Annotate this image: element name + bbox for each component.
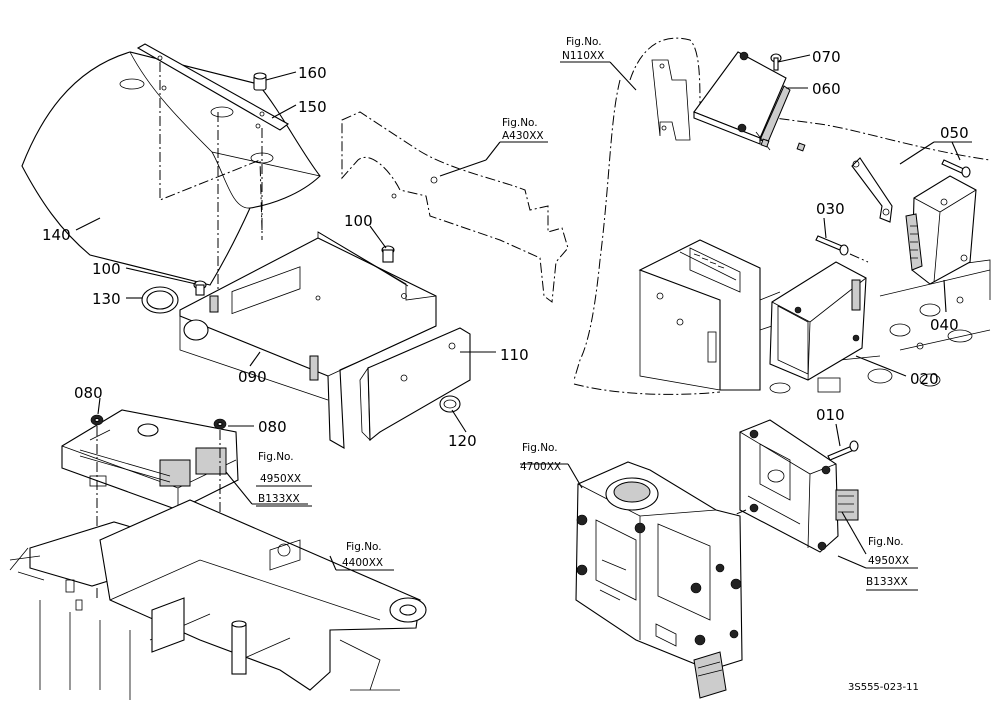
nut-080-left	[90, 414, 104, 426]
screw-070	[770, 53, 782, 71]
ref-4950b-code2: B133XX	[866, 576, 908, 588]
fig-references: Fig.No. A430XX Fig.No. N110XX Fig.No. 49…	[258, 36, 909, 588]
label-040: 040	[930, 316, 959, 334]
ref-a430-title: Fig.No.	[502, 117, 538, 129]
ref-4400-title: Fig.No.	[346, 541, 382, 553]
ref-4950a-code1: 4950XX	[260, 473, 301, 485]
ref-n110-code: N110XX	[562, 50, 604, 62]
label-120: 120	[448, 432, 477, 450]
ref-4400-code: 4400XX	[342, 557, 383, 569]
ecu-left	[61, 409, 239, 511]
ref-4700-code: 4700XX	[520, 461, 561, 473]
label-130: 130	[92, 290, 121, 308]
label-030: 030	[816, 200, 845, 218]
module-060	[693, 51, 791, 151]
ecu-020	[769, 261, 867, 381]
ref-4950b-code1: 4950XX	[868, 555, 909, 567]
ref-4700-title: Fig.No.	[522, 442, 558, 454]
label-020: 020	[910, 370, 939, 388]
label-080-right: 080	[258, 418, 287, 436]
frame-4400	[9, 499, 427, 700]
ref-a430-code: A430XX	[502, 130, 544, 142]
bolt-100-right	[381, 245, 395, 263]
part-labels: 160 150 140 100 130 100 090 110 120 080 …	[42, 48, 969, 450]
bolt-010	[827, 440, 859, 461]
label-160: 160	[298, 64, 327, 82]
nut-080-right	[213, 418, 227, 430]
bolt-030	[815, 235, 849, 256]
nut-160	[253, 72, 267, 91]
label-070: 070	[812, 48, 841, 66]
leader-lines	[75, 54, 972, 591]
bolt-050	[941, 159, 971, 178]
bolt-100-left	[193, 280, 207, 296]
ref-4950b-title: Fig.No.	[868, 536, 904, 548]
document-code: 3S555-023-11	[848, 682, 919, 693]
ref-n110-title: Fig.No.	[566, 36, 602, 48]
bracket-090	[179, 231, 437, 449]
label-010: 010	[816, 406, 845, 424]
label-050: 050	[940, 124, 969, 142]
label-060: 060	[812, 80, 841, 98]
plate-110	[359, 327, 471, 442]
label-080-left: 080	[74, 384, 103, 402]
ecu-4950-right	[739, 419, 859, 553]
label-110: 110	[500, 346, 529, 364]
label-100-left: 100	[92, 260, 121, 278]
ecu-040	[905, 175, 977, 285]
label-140: 140	[42, 226, 71, 244]
cover-140	[21, 51, 321, 286]
grommet-120	[439, 395, 461, 413]
ref-4950a-code2: B133XX	[258, 493, 300, 505]
label-100-right: 100	[344, 212, 373, 230]
frame-n110	[573, 37, 991, 395]
label-150: 150	[298, 98, 327, 116]
label-090: 090	[238, 368, 267, 386]
bracket-150	[136, 43, 290, 131]
ref-4950a-title: Fig.No.	[258, 451, 294, 463]
bracket-040-arm	[851, 157, 893, 223]
grommet-130	[141, 286, 179, 314]
frame-4700	[575, 461, 743, 699]
